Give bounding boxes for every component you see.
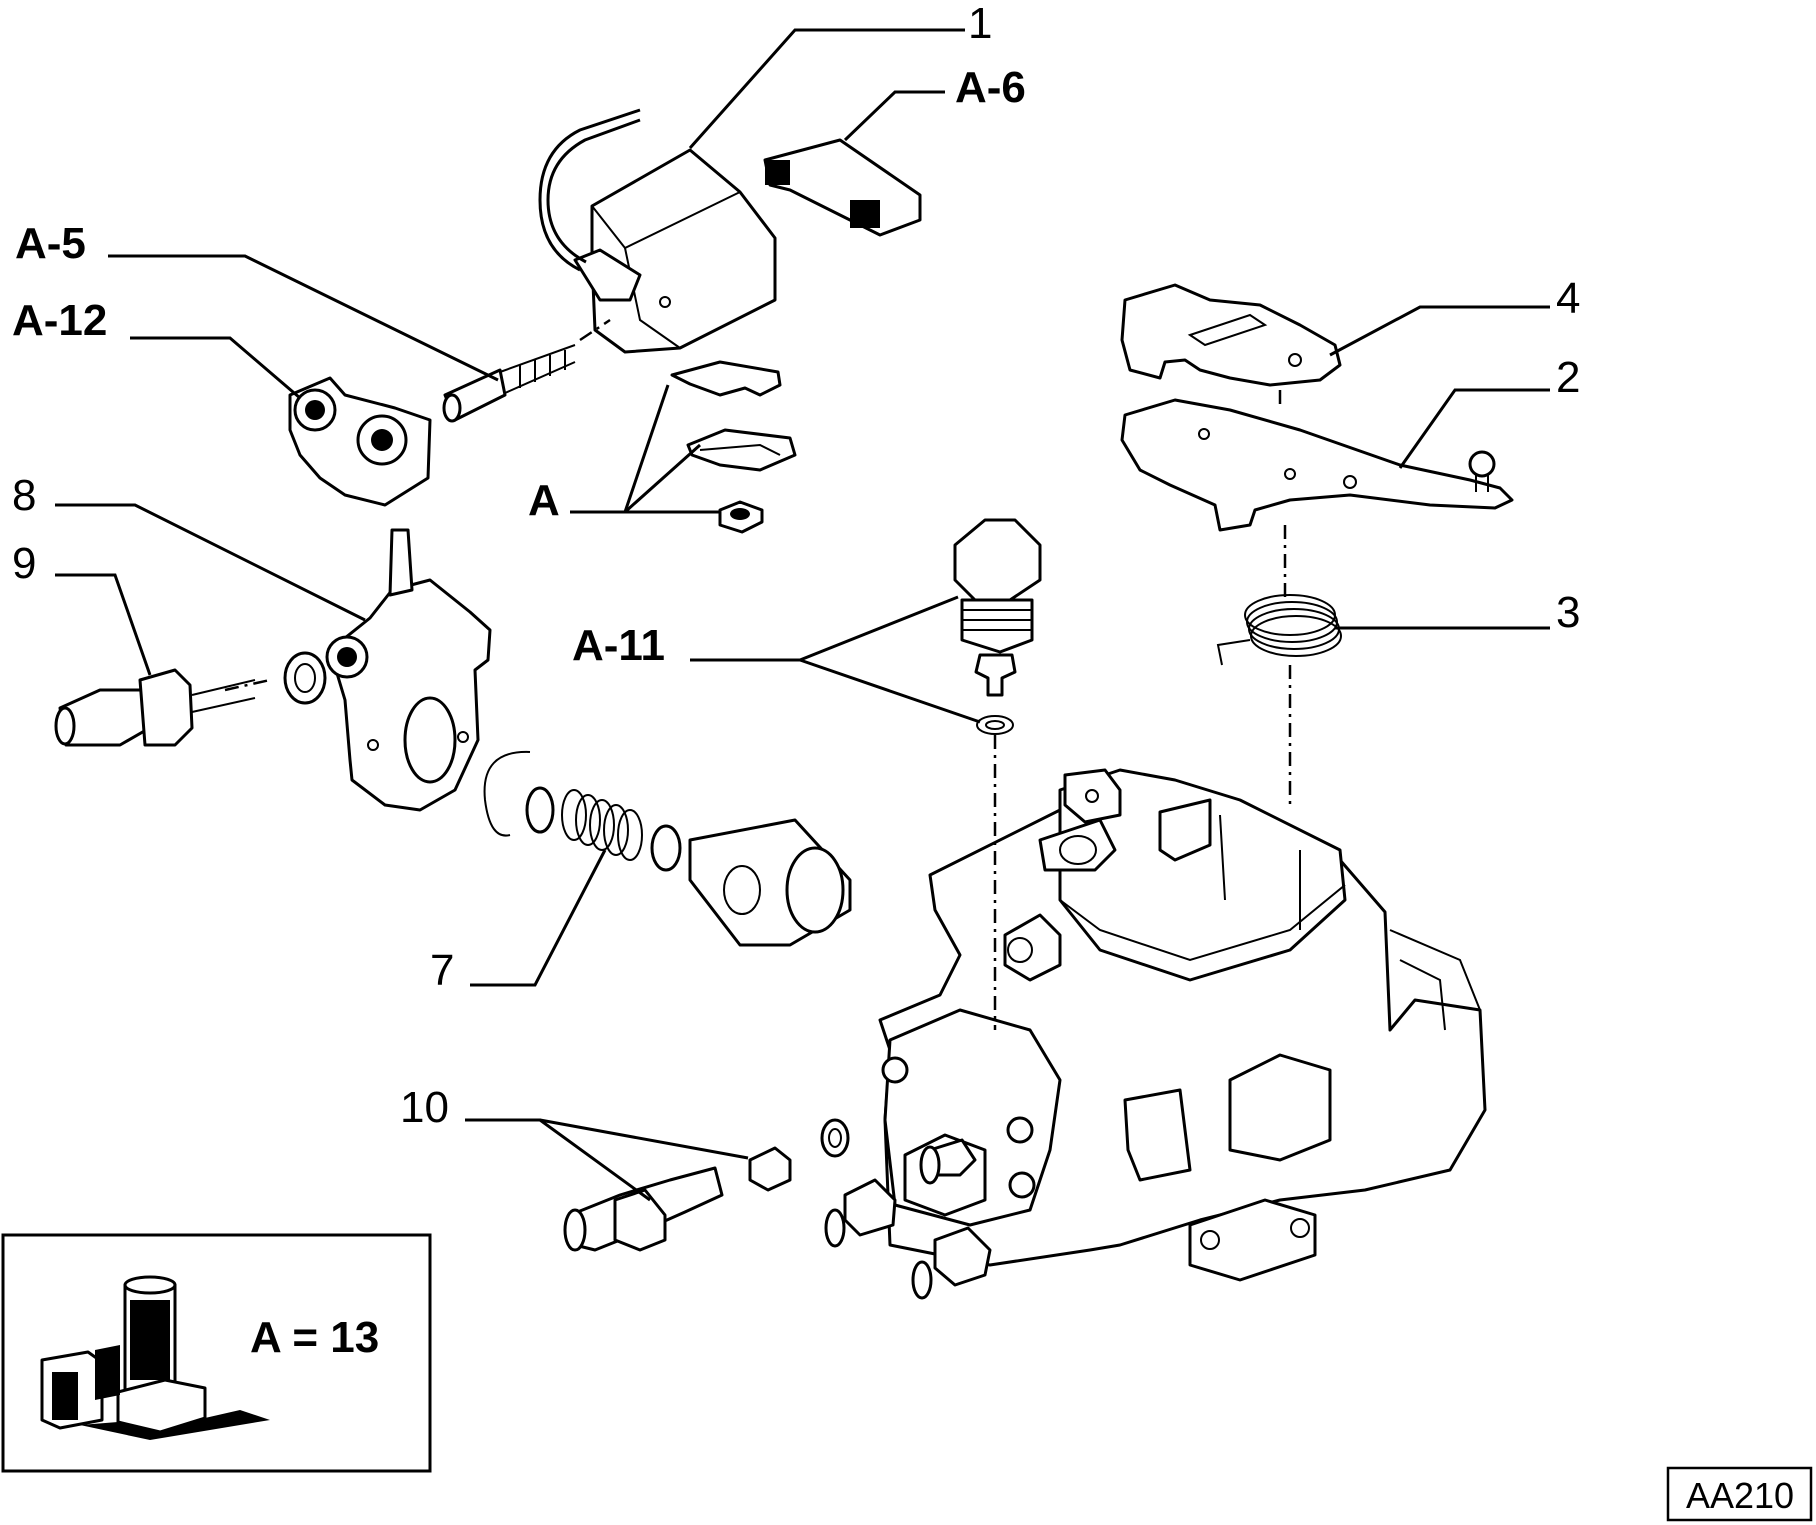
reference-code-box: AA210 xyxy=(1666,1466,1813,1522)
label-7: 7 xyxy=(430,946,454,995)
label-9: 9 xyxy=(12,539,36,588)
part-2-lever xyxy=(1120,398,1514,532)
label-4: 4 xyxy=(1556,274,1580,323)
part-A12-bracket xyxy=(288,376,432,507)
callout-labels: 1 A-6 A-5 A-12 4 2 8 A 9 A-11 3 7 10 xyxy=(12,0,1580,1132)
legend-brand-2: Fiat xyxy=(145,1339,167,1375)
label-10: 10 xyxy=(400,1083,449,1132)
label-3: 3 xyxy=(1556,588,1580,637)
label-8: 8 xyxy=(12,471,36,520)
reference-code: AA210 xyxy=(1686,1475,1794,1516)
label-1: 1 xyxy=(968,0,992,48)
part-A-plates xyxy=(670,360,797,534)
label-A12: A-12 xyxy=(12,296,107,345)
legend-box: Fiat Fiat A = 13 xyxy=(1,1233,432,1473)
leader-lines xyxy=(55,28,1550,1202)
label-A6: A-6 xyxy=(955,63,1026,112)
legend-text: A = 13 xyxy=(250,1313,379,1362)
part-7-piston-assembly xyxy=(483,750,852,947)
label-A11: A-11 xyxy=(572,621,665,670)
fiat-products-icon: Fiat Fiat xyxy=(40,1275,270,1440)
label-A: A xyxy=(528,476,560,525)
part-A11-sensor xyxy=(953,518,1042,735)
part-A6-clamp xyxy=(763,138,922,237)
injection-pump-body xyxy=(824,768,1487,1300)
part-9-sensor xyxy=(54,651,327,747)
part-4-plate xyxy=(1120,283,1342,387)
label-2: 2 xyxy=(1556,353,1580,402)
part-3-spring xyxy=(1216,594,1342,666)
part-1-coil-unit xyxy=(538,108,777,354)
label-A5: A-5 xyxy=(15,219,86,268)
part-A5-pin xyxy=(442,318,611,423)
part-8-valve-body xyxy=(325,528,492,812)
assembly-centerlines xyxy=(224,390,1292,1030)
part-10-fittings xyxy=(563,1118,850,1252)
